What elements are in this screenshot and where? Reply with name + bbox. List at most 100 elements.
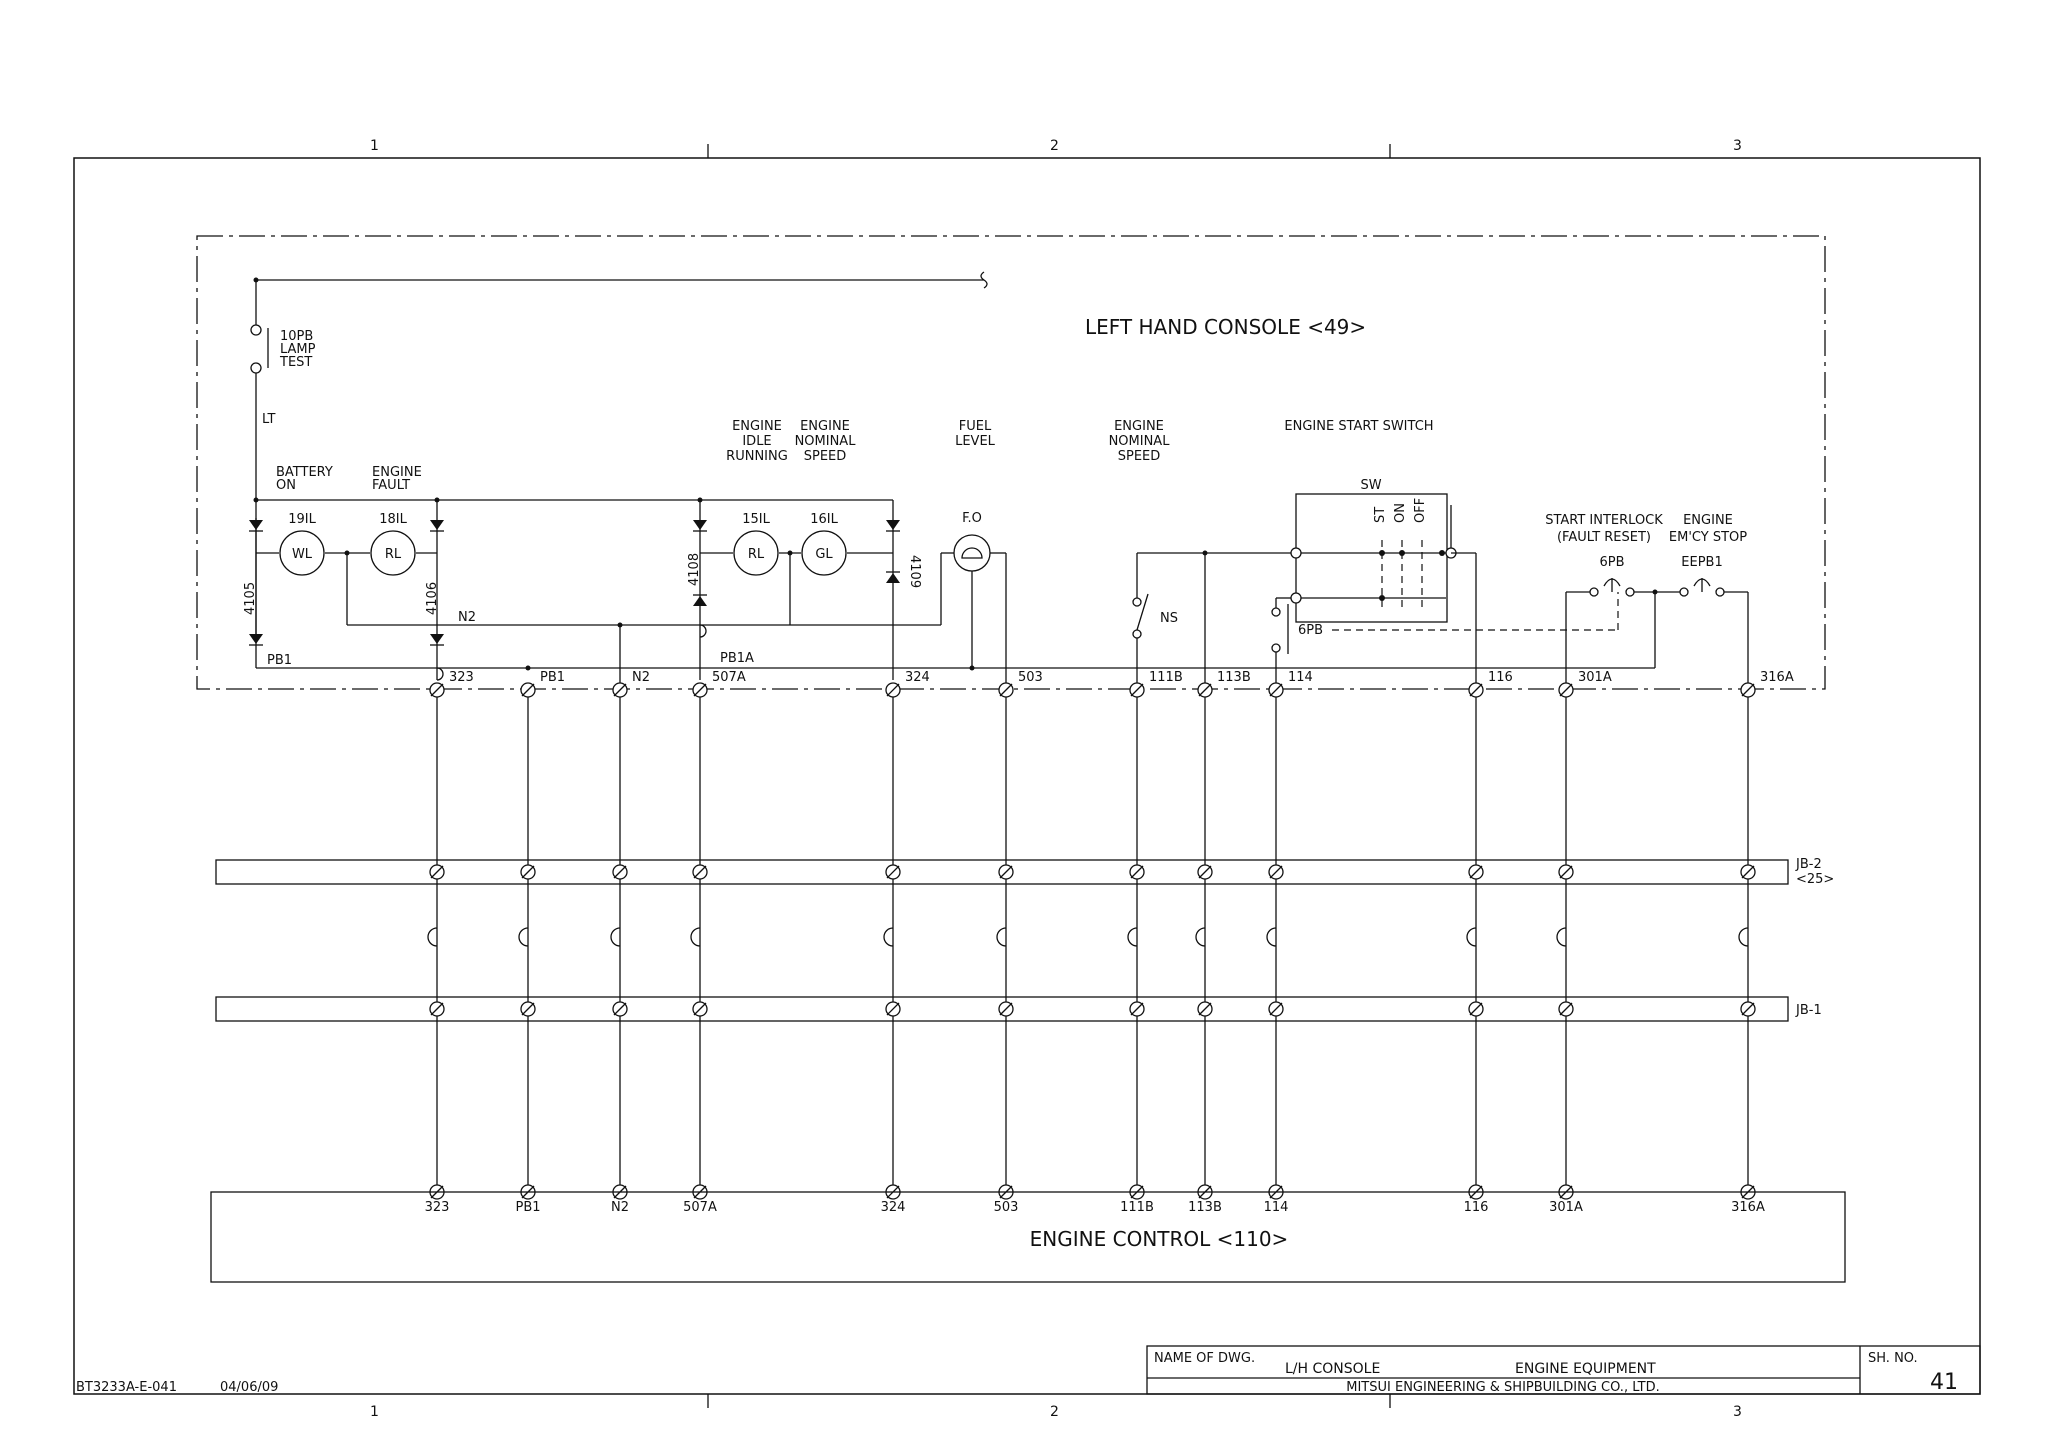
terminal-slash	[430, 683, 444, 697]
cable-gland-icon	[996, 927, 1007, 947]
engine-control-title: ENGINE CONTROL <110>	[1030, 1227, 1289, 1251]
diode-symbol	[430, 634, 444, 644]
group-label-interlock: START INTERLOCK	[1545, 513, 1663, 528]
pushbutton-contact	[1589, 587, 1599, 597]
diode-symbol	[886, 573, 900, 583]
diode-symbol	[430, 520, 444, 530]
diode-label-4105: 4105	[243, 582, 258, 615]
terminal-label-console: 113B	[1217, 670, 1251, 685]
terminal-label-console: 503	[1018, 670, 1043, 685]
terminal-slash	[999, 1002, 1013, 1016]
lt-label: LT	[262, 412, 275, 427]
group-label-fuel: LEVEL	[955, 434, 996, 449]
terminal-label-engine-control: 113B	[1188, 1200, 1222, 1215]
terminal-slash	[693, 683, 707, 697]
indicator-lamp-18il	[370, 530, 416, 576]
cable-gland-icon	[518, 927, 529, 947]
switch-position-dot	[1379, 595, 1385, 601]
diode-label-4109: 4109	[907, 555, 922, 588]
pb-6-label: 6PB	[1599, 555, 1624, 570]
terminal-slash	[521, 865, 535, 879]
terminal-slash	[999, 683, 1013, 697]
terminal-label-console: N2	[632, 670, 650, 685]
group-label-nominal: SPEED	[804, 449, 847, 464]
terminal-label-engine-control: N2	[611, 1200, 629, 1215]
wire-label-pb1a: PB1A	[720, 651, 754, 666]
column-label-bottom: 3	[1733, 1404, 1742, 1420]
group-label-nominal-2: SPEED	[1118, 449, 1161, 464]
sw-label: SW	[1360, 478, 1381, 493]
cable-gland-icon	[1127, 927, 1138, 947]
lamp-tag-15il: 15IL	[742, 512, 770, 527]
engine-control: ENGINE CONTROL <110>	[210, 1191, 1846, 1283]
company-name: MITSUI ENGINEERING & SHIPBUILDING CO., L…	[1346, 1380, 1660, 1395]
column-label-top: 3	[1733, 138, 1742, 154]
group-label-idle: ENGINE	[732, 419, 782, 434]
pushbutton-contact	[1715, 587, 1725, 597]
terminal-slash	[613, 1002, 627, 1016]
ns-label: NS	[1160, 611, 1178, 626]
junction-dot	[253, 497, 259, 503]
terminal-label-engine-control: 316A	[1731, 1200, 1765, 1215]
group-label-idle: IDLE	[742, 434, 771, 449]
group-label-battery: ON	[276, 478, 296, 493]
terminal-slash	[1559, 683, 1573, 697]
jb-1-strip	[215, 996, 1789, 1022]
switch-position-dot	[1439, 550, 1445, 556]
terminal-slash	[1559, 1002, 1573, 1016]
terminal-label-console: 323	[449, 670, 474, 685]
column-label-top: 1	[370, 138, 379, 154]
lamp-color-gl: GL	[815, 547, 833, 562]
lamp-color-rl: RL	[748, 547, 765, 562]
terminal-slash	[1269, 1002, 1283, 1016]
indicator-lamp-15il	[733, 530, 779, 576]
group-label-start-switch: ENGINE START SWITCH	[1284, 419, 1433, 434]
terminal-slash	[693, 865, 707, 879]
terminal-slash	[613, 865, 627, 879]
group-label-battery: BATTERY	[276, 465, 333, 480]
group-label-interlock: (FAULT RESET)	[1557, 530, 1651, 545]
terminal-slash	[1269, 865, 1283, 879]
terminal-label-engine-control: 503	[994, 1200, 1019, 1215]
wire-crossover	[699, 624, 707, 638]
sw-position-st: ST	[1373, 507, 1388, 523]
title-block: NAME OF DWG. L/H CONSOLE ENGINE EQUIPMEN…	[1146, 1345, 1981, 1395]
group-label-engine-fault: ENGINE	[372, 465, 422, 480]
lamp-test-label: 10PB	[280, 329, 313, 344]
column-label-bottom: 1	[370, 1404, 379, 1420]
terminal-slash	[1559, 865, 1573, 879]
terminal-slash	[1130, 683, 1144, 697]
switch-contact	[1132, 629, 1142, 639]
console-title: LEFT HAND CONSOLE <49>	[1085, 315, 1366, 339]
diode-symbol	[693, 596, 707, 606]
terminal-label-console: 111B	[1149, 670, 1183, 685]
lamp-test-label: TEST	[279, 355, 312, 370]
terminal-slash	[1741, 865, 1755, 879]
terminal-slash	[521, 1002, 535, 1016]
cable-gland-icon	[1466, 927, 1477, 947]
group-label-engine-fault: FAULT	[372, 478, 410, 493]
lamp-color-rl: RL	[385, 547, 402, 562]
cable-gland-icon	[690, 927, 701, 947]
group-label-nominal: ENGINE	[800, 419, 850, 434]
footer: BT3233A-E-041 04/06/09	[76, 1380, 278, 1395]
terminal-slash	[1130, 865, 1144, 879]
group-label-nominal-2: NOMINAL	[1109, 434, 1171, 449]
lamp-tag-16il: 16IL	[810, 512, 838, 527]
sw-position-on: ON	[1393, 503, 1408, 523]
column-label-bottom: 2	[1050, 1404, 1059, 1420]
jb-2-strip	[215, 859, 1789, 885]
diode-label-4108: 4108	[687, 553, 702, 586]
cable-gland-icon	[883, 927, 894, 947]
terminal-slash	[886, 1002, 900, 1016]
sw-position-off: OFF	[1413, 498, 1428, 523]
terminal-slash	[613, 683, 627, 697]
terminal-label-engine-control: 507A	[683, 1200, 717, 1215]
sheet-number-label: SH. NO.	[1868, 1351, 1918, 1366]
jb-2-label: JB-2	[1795, 857, 1822, 872]
name-of-dwg-label: NAME OF DWG.	[1154, 1351, 1255, 1366]
sheet-number: 41	[1930, 1370, 1958, 1395]
terminal-slash	[1269, 683, 1283, 697]
terminal-label-engine-control: 114	[1264, 1200, 1289, 1215]
wire-break-symbol	[980, 271, 988, 289]
